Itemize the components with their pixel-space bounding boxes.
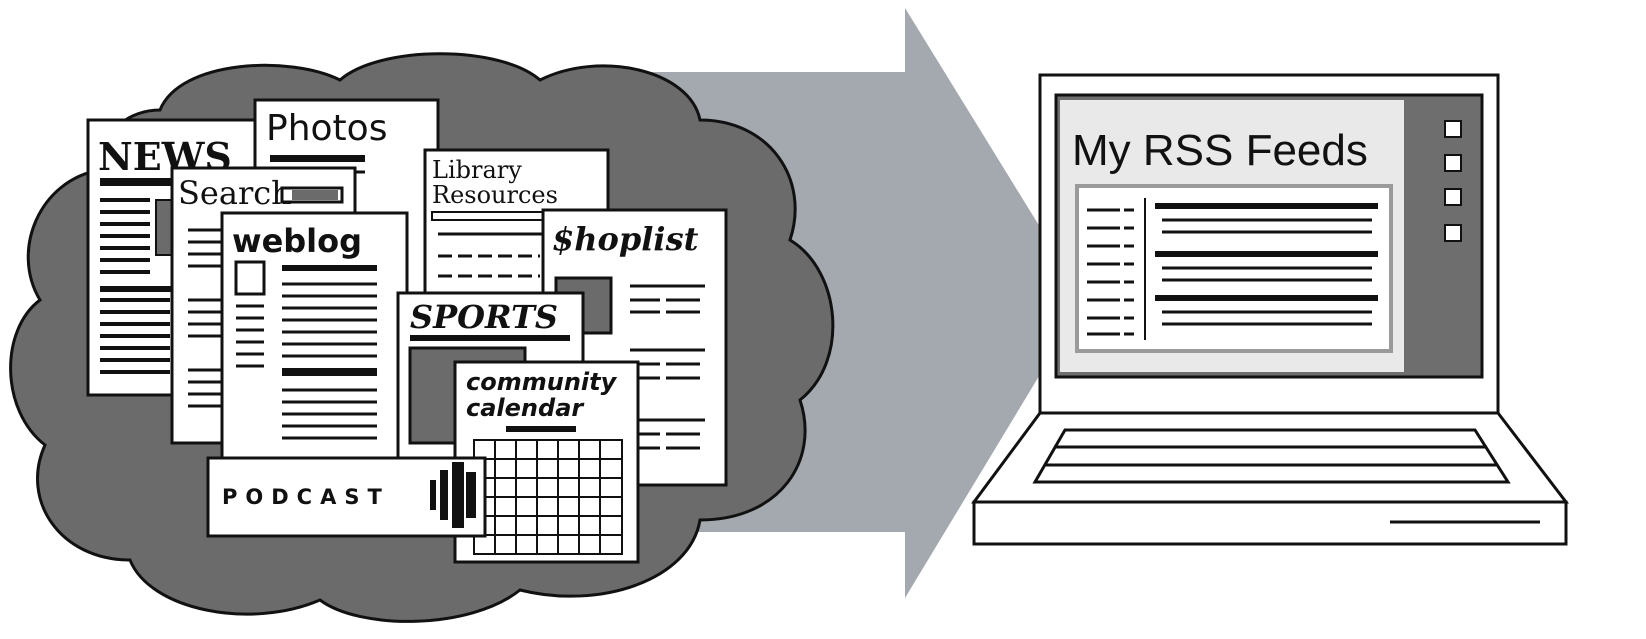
keyboard-keys (1032, 428, 1511, 484)
laptop: My RSS Feeds (971, 73, 1570, 546)
laptop-keyboard-deck (971, 411, 1570, 504)
podcast-title: PODCAST (222, 485, 390, 509)
article-list (1155, 203, 1378, 326)
search-title: Search (178, 174, 292, 212)
shoplist-title: $hoplist (552, 220, 699, 258)
library-title-line1: Library (432, 156, 522, 184)
laptop-base (972, 500, 1568, 546)
speaker-waves-icon (430, 462, 476, 528)
photos-title: Photos (266, 108, 387, 149)
community-title-line1: community (466, 368, 618, 396)
feed-list (1087, 198, 1146, 340)
screen-title: My RSS Feeds (1072, 126, 1368, 175)
podcast-document: PODCAST (206, 456, 487, 538)
screen-side-buttons (1444, 120, 1462, 242)
community-title-line2: calendar (466, 394, 585, 422)
weblog-document: weblog (220, 211, 409, 490)
library-title-line2: Resources (432, 181, 558, 209)
sports-title: SPORTS (410, 298, 558, 336)
weblog-title: weblog (232, 222, 362, 260)
